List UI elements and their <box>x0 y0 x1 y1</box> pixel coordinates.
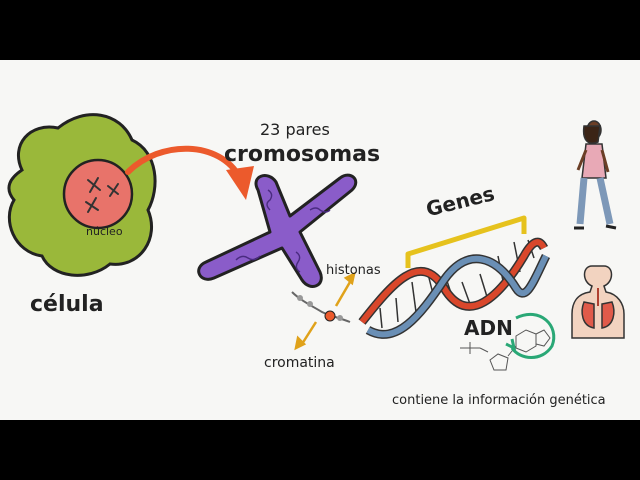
arrow-icon <box>125 145 254 200</box>
mini-chromosome-icon <box>85 177 119 213</box>
double-arrow-icon <box>294 271 356 351</box>
histone-icon <box>324 310 336 322</box>
diagram-art <box>7 113 625 371</box>
cell-label: célula <box>30 292 104 317</box>
nucleotide-molecule-icon <box>460 312 556 371</box>
cell-icon <box>7 113 157 277</box>
dna-helix-icon <box>358 237 551 339</box>
human-organs-icon <box>571 265 625 339</box>
chromatin-label: cromatina <box>264 355 335 371</box>
diagram-canvas: 23 pares cromosomas núcleo célula Genes … <box>0 60 640 420</box>
dna-label: ADN <box>464 316 513 340</box>
walking-woman-icon <box>574 120 617 230</box>
bottom-letterbox <box>0 420 640 480</box>
chromosome-icon <box>197 173 358 323</box>
chromosomes-label: cromosomas <box>224 142 381 167</box>
genes-bracket-icon <box>405 215 527 268</box>
nucleus-label: núcleo <box>86 225 123 238</box>
nucleus-icon <box>62 158 134 230</box>
histones-label: histonas <box>326 263 381 278</box>
pairs-label: 23 pares <box>260 120 330 139</box>
top-letterbox <box>0 0 640 60</box>
caption-label: contiene la información genética <box>392 393 606 408</box>
